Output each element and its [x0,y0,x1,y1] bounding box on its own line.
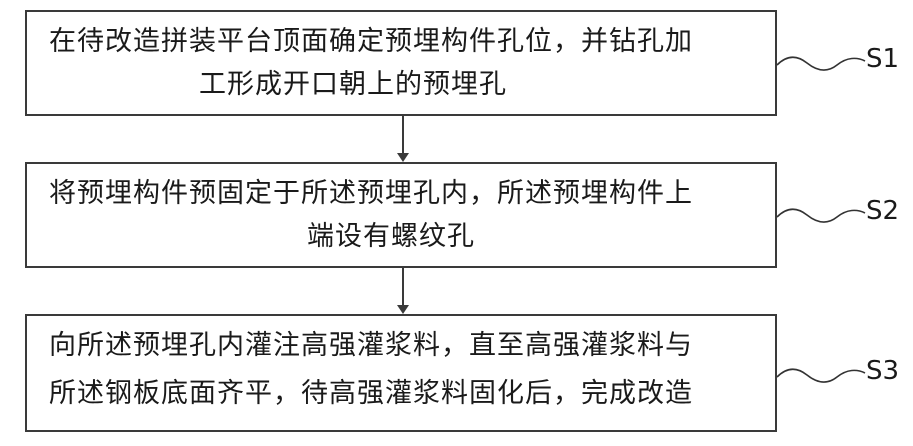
leader-line-s2 [777,207,867,227]
step-s2-line-1: 将预埋构件预固定于所述预埋孔内，所述预埋构件上 [49,172,763,215]
step-box-s1: 在待改造拼装平台顶面确定预埋构件孔位，并钻孔加 工形成开口朝上的预埋孔 [25,10,777,116]
step-tag-s1: S1 [866,44,899,74]
step-s3-line-1: 向所述预埋孔内灌注高强灌浆料，直至高强灌浆料与 [49,324,763,367]
leader-line-s3 [777,367,867,387]
step-tag-s2: S2 [866,196,899,226]
arrow-s1-to-s2 [397,116,409,162]
step-box-s2: 将预埋构件预固定于所述预埋孔内，所述预埋构件上 端设有螺纹孔 [25,162,777,268]
step-box-s3: 向所述预埋孔内灌注高强灌浆料，直至高强灌浆料与 所述钢板底面齐平，待高强灌浆料固… [25,314,777,432]
step-s1-line-2: 工形成开口朝上的预埋孔 [199,63,763,106]
leader-line-s1 [777,55,867,75]
step-s3-line-2: 所述钢板底面齐平，待高强灌浆料固化后，完成改造 [49,372,763,415]
step-tag-s3: S3 [866,356,899,386]
step-s1-line-1: 在待改造拼装平台顶面确定预埋构件孔位，并钻孔加 [49,20,763,63]
arrow-s2-to-s3 [397,268,409,314]
step-s2-line-2: 端设有螺纹孔 [307,215,763,258]
